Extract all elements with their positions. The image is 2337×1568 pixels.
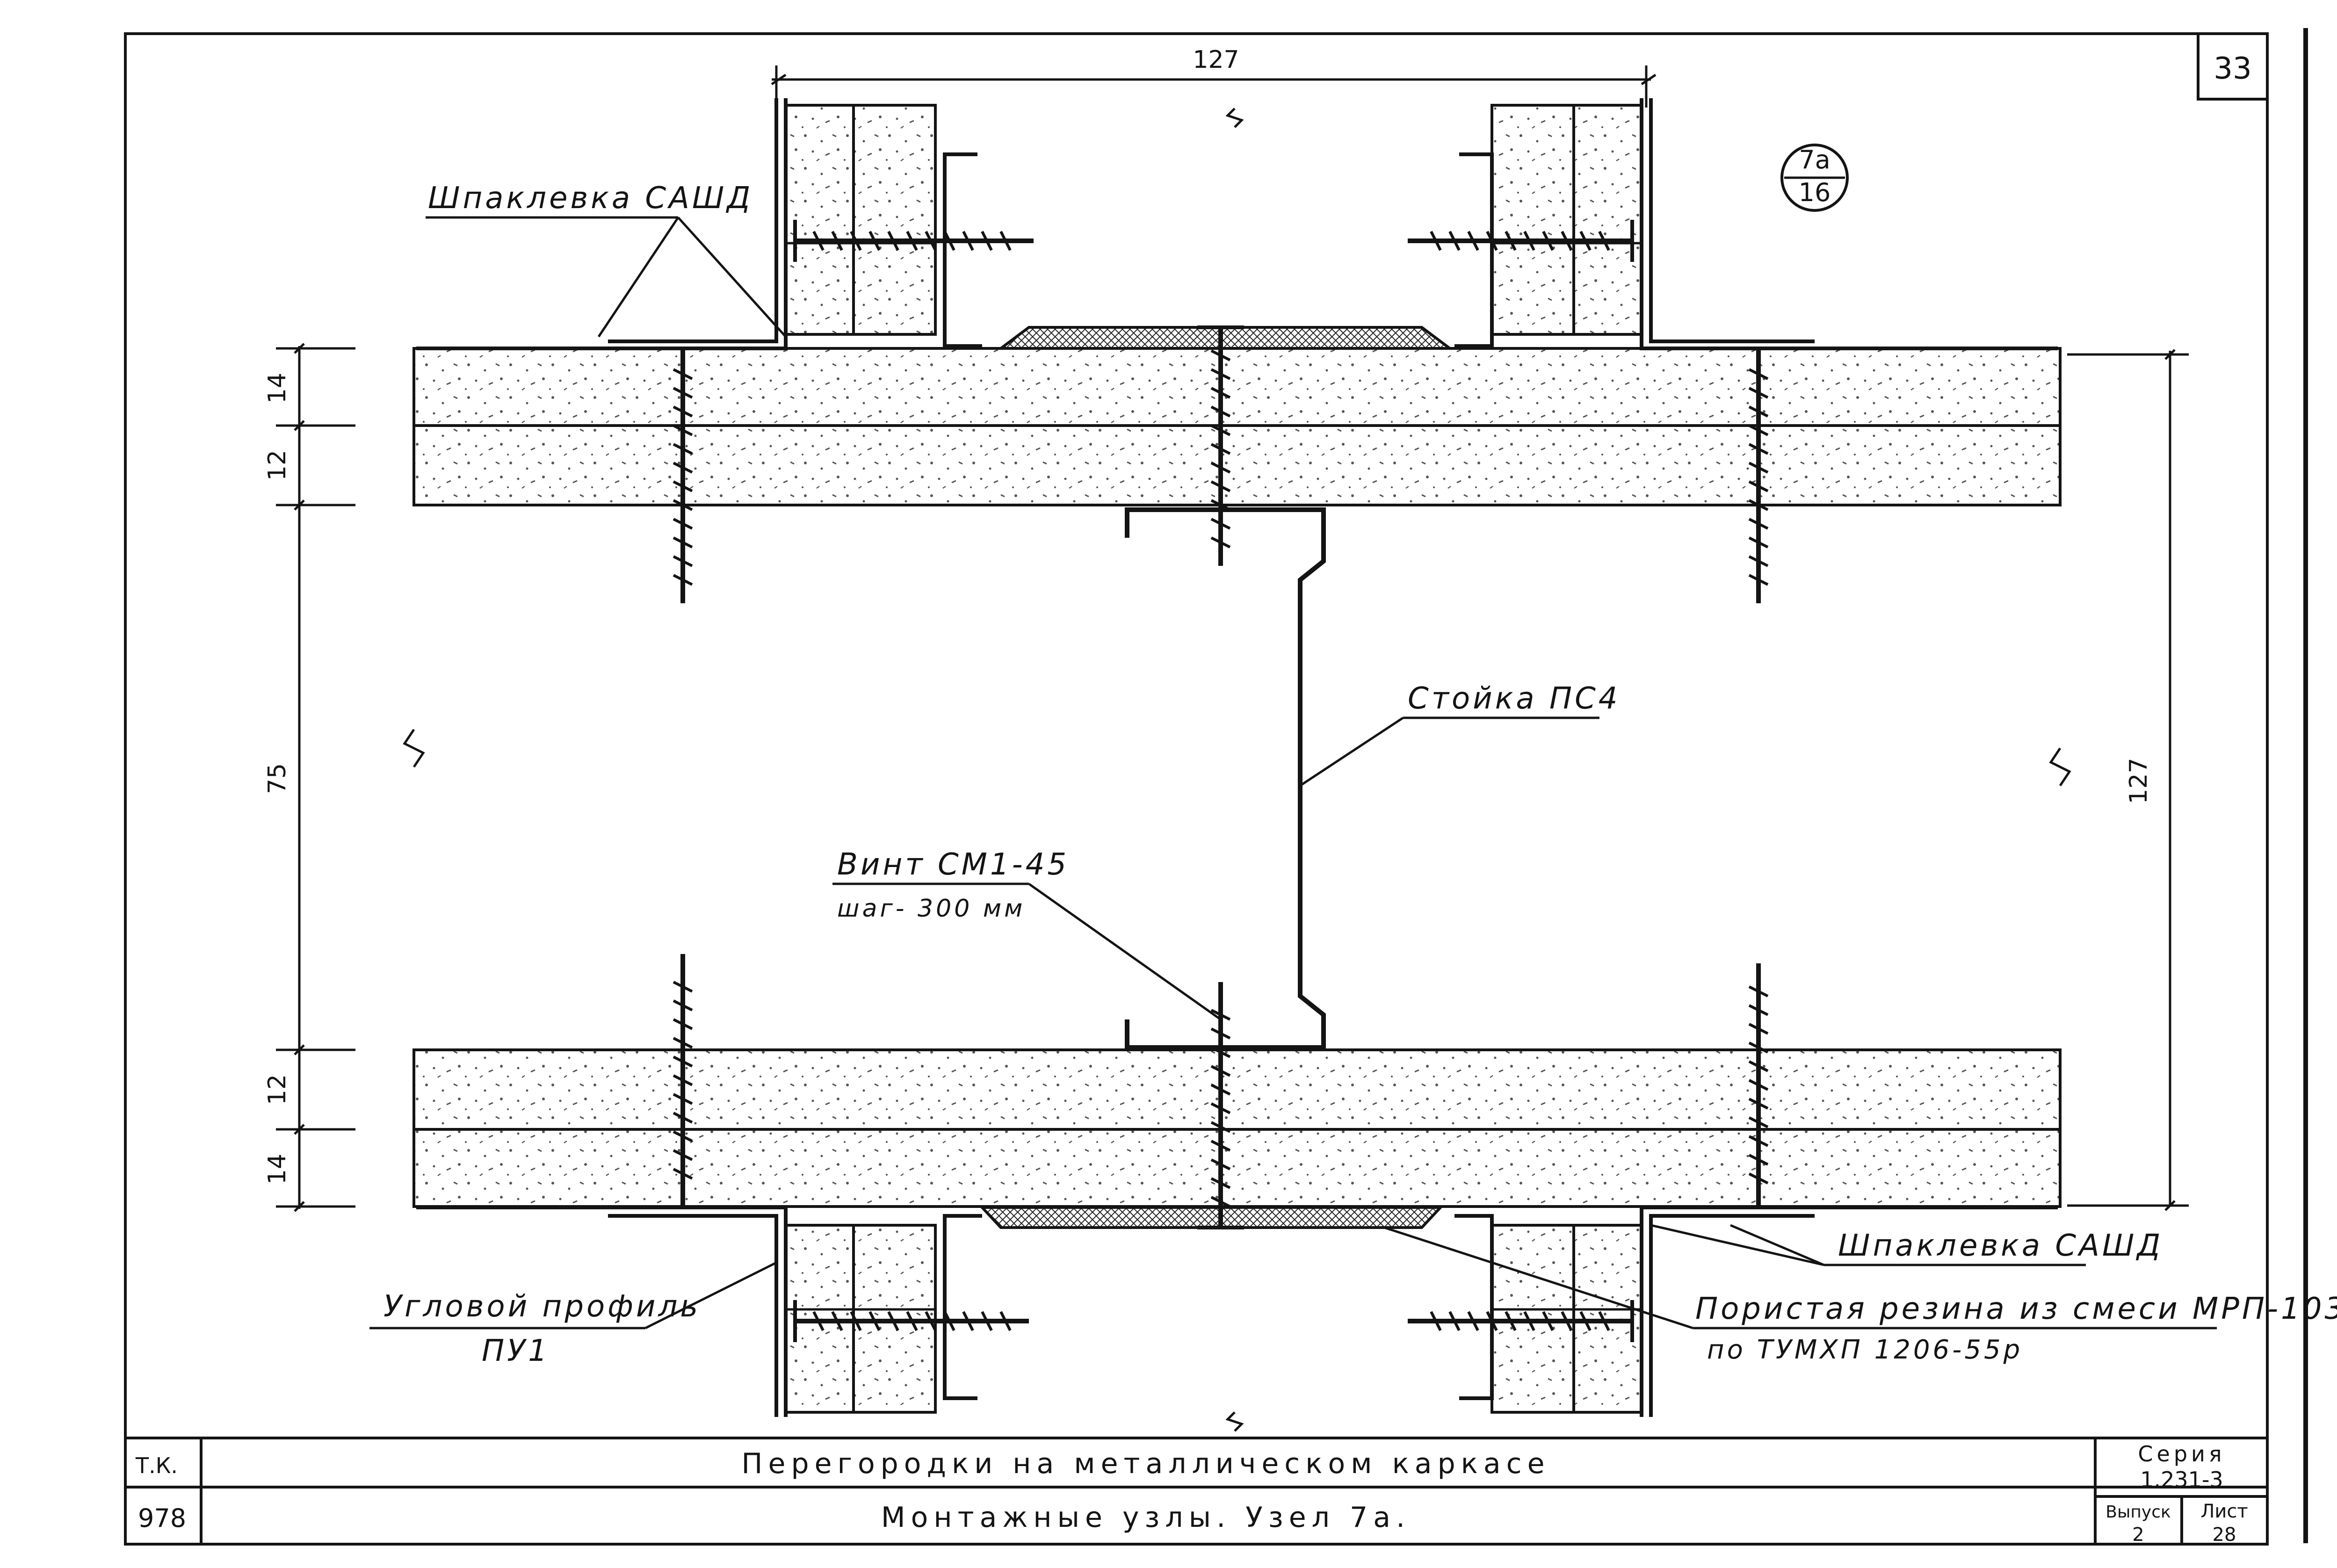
post-ps4: [1125, 507, 1326, 1050]
label-corner-profile-code: ПУ1: [482, 1334, 550, 1368]
dimension-lines: [276, 65, 2189, 1212]
node-reference: 7а 16: [1780, 144, 1849, 212]
title-block-issue-value: 2: [2132, 1524, 2144, 1546]
label-post: Стойка ПС4: [1408, 681, 1620, 716]
title-block-sheet-label: Лист: [2200, 1501, 2248, 1522]
title-block-title: Перегородки на металлическом каркасе: [741, 1447, 1550, 1480]
screw-wall-top-right: [1408, 220, 1634, 262]
dimension-left-3: 75: [263, 763, 291, 794]
label-putty-top: Шпаклевка САШД: [428, 181, 753, 216]
title-block-series-value: 1.231-3: [2140, 1467, 2223, 1492]
screw-wall-bottom-right: [1408, 1300, 1634, 1342]
break-marks: [403, 108, 2071, 1432]
dimension-left-2: 12: [263, 450, 291, 481]
title-block-tk-label: Т.К.: [135, 1453, 178, 1478]
screw-bottom-center: [1197, 982, 1244, 1229]
top-wall-blocks: [784, 104, 1643, 336]
screw-wall-top-left: [793, 220, 1034, 262]
screw-top-left: [664, 347, 702, 603]
screw-bottom-right: [1740, 963, 1777, 1209]
sheet-number: 33: [2214, 51, 2251, 86]
corner-profiles: [416, 98, 2058, 1417]
title-block: [125, 1437, 2267, 1544]
dimension-right-height: 127: [2125, 758, 2153, 804]
bottom-board-layers: [412, 1048, 2062, 1208]
top-board-layers: [412, 347, 2062, 506]
label-screw-pitch: шаг- 300 мм: [837, 895, 1025, 923]
title-block-issue-label: Выпуск: [2105, 1503, 2171, 1522]
node-reference-bottom: 16: [1799, 178, 1831, 207]
rubber-gaskets: [979, 326, 1454, 1229]
title-block-tk-number: 978: [138, 1503, 186, 1533]
node-reference-top: 7а: [1799, 145, 1830, 174]
label-screw: Винт СМ1-45: [837, 847, 1069, 882]
label-putty-bottom: Шпаклевка САШД: [1838, 1228, 2163, 1263]
screw-bottom-left: [664, 954, 702, 1209]
sheet-frame: [124, 28, 2308, 1546]
label-corner-profile: Угловой профиль: [383, 1289, 701, 1324]
title-block-sheet-value: 28: [2213, 1524, 2236, 1546]
rubber-gasket-top: [997, 326, 1454, 350]
label-rubber: Пористая резина из смеси МРП-1036: [1695, 1292, 2337, 1326]
dimension-top-width: 127: [1193, 46, 1239, 74]
label-rubber-spec: по ТУМХП 1206-55р: [1707, 1335, 2023, 1365]
screw-top-right: [1740, 347, 1777, 603]
dimension-left-1: 14: [263, 373, 291, 404]
screw-top-center: [1197, 325, 1244, 566]
dimension-left-5: 14: [263, 1154, 291, 1185]
title-block-series-label: Серия: [2138, 1441, 2225, 1467]
title-block-subtitle: Монтажные узлы. Узел 7а.: [881, 1501, 1411, 1534]
leader-lines: [369, 216, 2217, 1330]
screws: [664, 220, 1777, 1342]
wall-channel-profiles: [943, 152, 1494, 1400]
screw-wall-bottom-left: [793, 1300, 1029, 1342]
sheet-number-box: 33: [2197, 32, 2269, 101]
rubber-gasket-bottom: [979, 1206, 1444, 1229]
dimension-left-4: 12: [263, 1074, 291, 1105]
